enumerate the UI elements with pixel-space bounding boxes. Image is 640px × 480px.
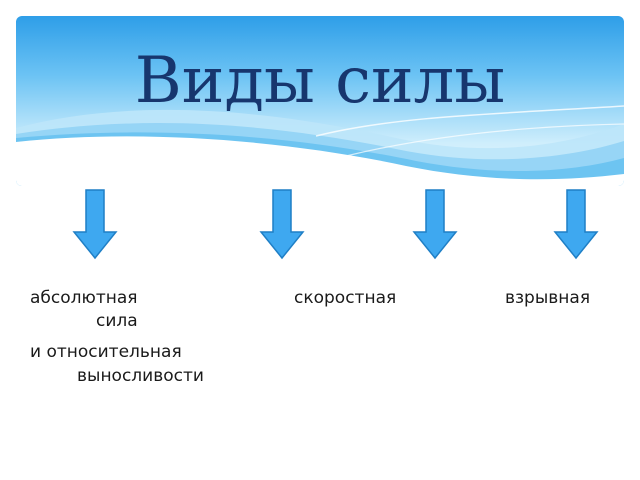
down-arrow-icon	[72, 188, 118, 260]
label-absolute: абсолютная	[30, 288, 138, 308]
label-sila: сила	[96, 311, 138, 331]
down-arrow-icon	[412, 188, 458, 260]
wave-background	[16, 16, 624, 186]
header-banner: Виды силы	[16, 16, 624, 186]
down-arrow-icon	[553, 188, 599, 260]
label-endurance: выносливости	[77, 366, 204, 386]
label-relative: и относительная	[30, 342, 182, 362]
slide-title: Виды силы	[134, 44, 506, 118]
label-speed: скоростная	[294, 288, 397, 308]
label-explosive: взрывная	[505, 288, 591, 308]
down-arrow-icon	[259, 188, 305, 260]
